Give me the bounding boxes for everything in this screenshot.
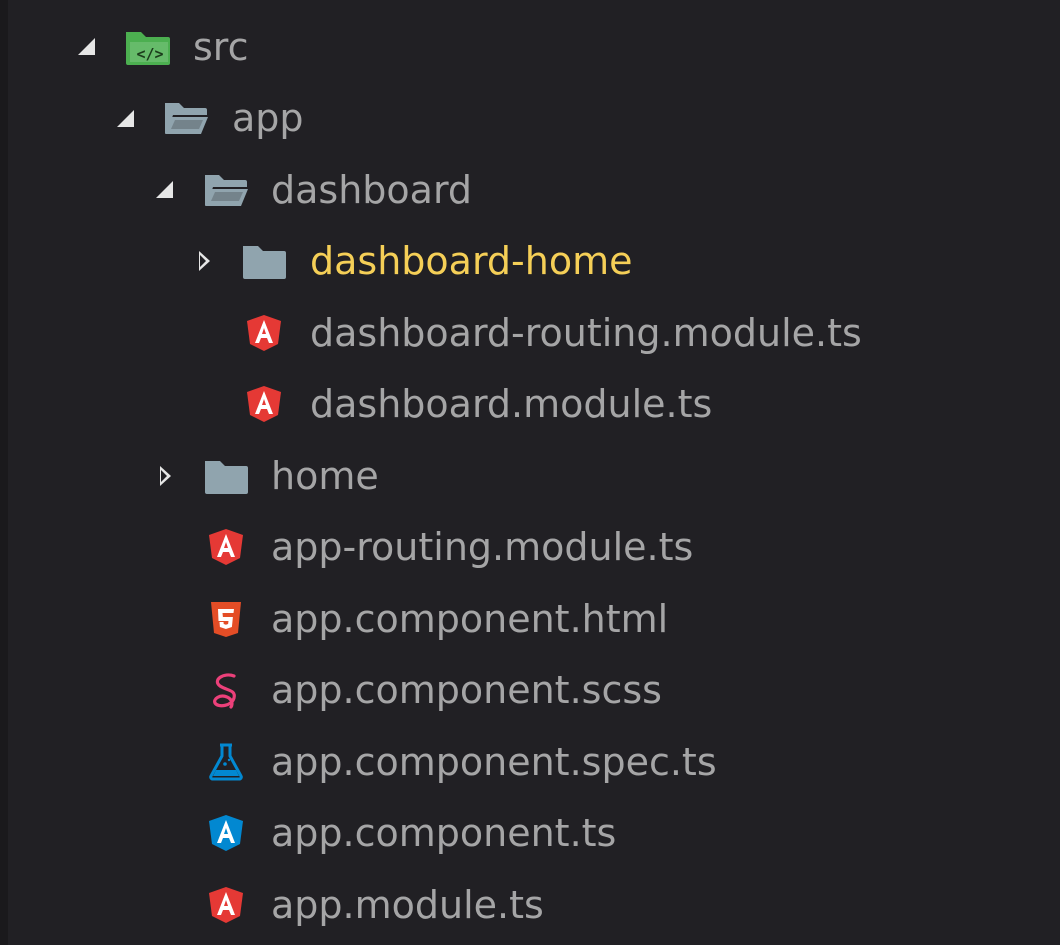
tree-item-label: home <box>271 453 379 498</box>
chevron-expanded-icon[interactable] <box>154 179 176 201</box>
tree-item-label: app-routing.module.ts <box>271 525 694 570</box>
tree-item-label: app.component.html <box>271 596 669 641</box>
angular-module-icon <box>241 384 287 424</box>
tree-item-label: app <box>232 96 304 141</box>
file-tree: </> src app dashboard dashboard-home dashboar… <box>0 13 1060 943</box>
chevron-expanded-icon[interactable] <box>76 36 98 58</box>
tree-item-src[interactable]: </> src <box>0 13 1060 85</box>
angular-module-icon <box>203 885 249 925</box>
chevron-collapsed-icon[interactable] <box>193 250 215 272</box>
tree-item-label: src <box>193 24 249 69</box>
tree-item-label: app.component.ts <box>271 811 617 856</box>
explorer-gutter <box>0 0 8 945</box>
tree-item-home[interactable]: home <box>0 442 1060 514</box>
folder-src-icon: </> <box>124 27 170 67</box>
folder-icon <box>241 241 287 281</box>
angular-routing-icon <box>203 527 249 567</box>
tree-item-dashboard-home[interactable]: dashboard-home <box>0 228 1060 300</box>
html5-icon <box>203 599 249 639</box>
tree-item-label: app.module.ts <box>271 882 544 927</box>
tree-item-label: dashboard <box>271 167 473 212</box>
folder-open-icon <box>203 170 249 210</box>
tree-item-label: app.component.scss <box>271 668 662 713</box>
tree-item-app-component-spec-ts[interactable]: app.component.spec.ts <box>0 728 1060 800</box>
folder-open-icon <box>163 98 209 138</box>
tree-item-label: dashboard-routing.module.ts <box>310 310 862 355</box>
tree-item-label: app.component.spec.ts <box>271 739 717 784</box>
angular-routing-icon <box>241 313 287 353</box>
tree-item-app-component-scss[interactable]: app.component.scss <box>0 657 1060 729</box>
tree-item-app[interactable]: app <box>0 85 1060 157</box>
tree-item-app-component-ts[interactable]: app.component.ts <box>0 800 1060 872</box>
svg-text:</>: </> <box>136 45 163 63</box>
tree-item-label: dashboard-home <box>310 239 633 284</box>
chevron-collapsed-icon[interactable] <box>154 465 176 487</box>
tree-item-app-module-ts[interactable]: app.module.ts <box>0 871 1060 943</box>
chevron-expanded-icon[interactable] <box>115 107 137 129</box>
angular-component-icon <box>203 813 249 853</box>
tree-item-dashboard-module-ts[interactable]: dashboard.module.ts <box>0 371 1060 443</box>
test-flask-icon <box>203 742 249 782</box>
tree-item-label: dashboard.module.ts <box>310 382 713 427</box>
tree-item-app-component-html[interactable]: app.component.html <box>0 585 1060 657</box>
tree-item-app-routing-module-ts[interactable]: app-routing.module.ts <box>0 514 1060 586</box>
tree-item-dashboard-routing-module-ts[interactable]: dashboard-routing.module.ts <box>0 299 1060 371</box>
sass-icon <box>203 670 249 710</box>
folder-icon <box>203 456 249 496</box>
tree-item-dashboard[interactable]: dashboard <box>0 156 1060 228</box>
